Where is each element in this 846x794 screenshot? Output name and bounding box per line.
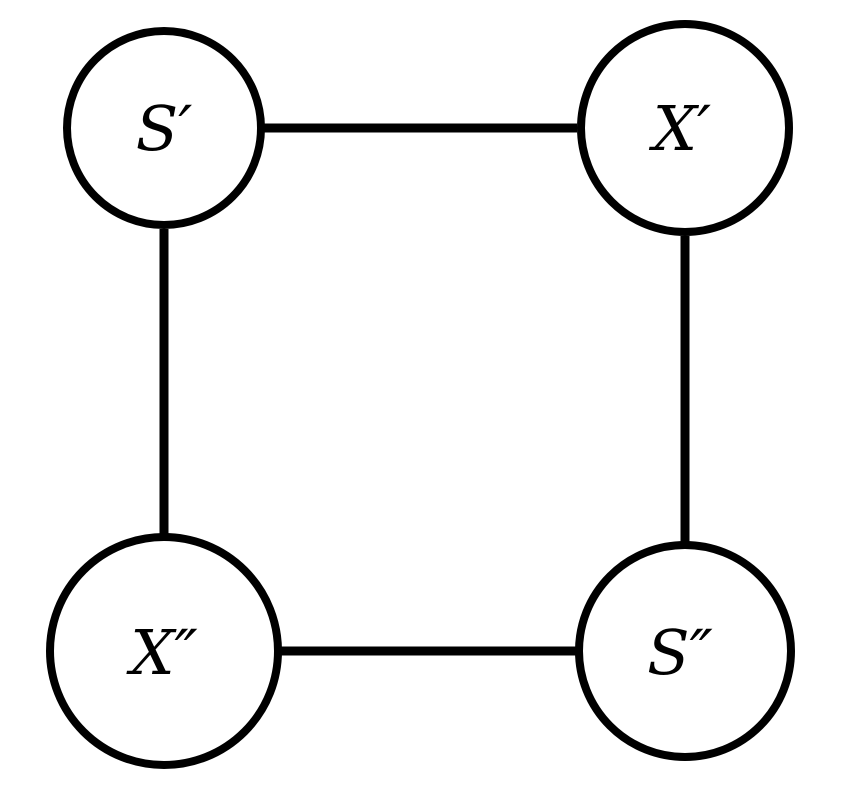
node-s-double-prime: S″ xyxy=(575,541,795,761)
node-s-double-prime-label: S″ xyxy=(647,616,713,689)
node-x-double-prime-circle xyxy=(46,533,282,769)
node-s-double-prime-circle xyxy=(575,541,795,761)
node-s-prime-label: S′ xyxy=(136,92,193,165)
node-x-prime: X′ xyxy=(577,20,793,236)
node-s-prime: S′ xyxy=(63,27,265,229)
node-x-double-prime-label: X″ xyxy=(126,616,197,689)
node-s-prime-circle xyxy=(63,27,265,229)
node-x-double-prime: X″ xyxy=(46,533,282,769)
node-x-prime-circle xyxy=(577,20,793,236)
node-x-prime-label: X′ xyxy=(649,92,711,165)
